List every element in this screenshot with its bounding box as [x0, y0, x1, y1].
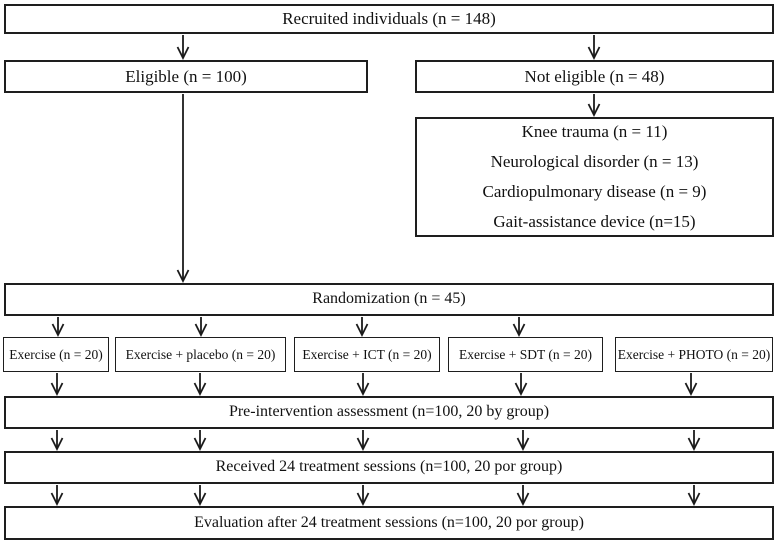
arrow-recruited-to-eligible: [176, 35, 190, 61]
arrow-not-eligible-to-reasons: [587, 94, 601, 118]
arrow-randomization-to-group-4: [512, 317, 526, 338]
not-eligible-box: Not eligible (n = 48): [415, 60, 774, 93]
group-box-exercise: Exercise (n = 20): [3, 337, 109, 372]
arrow-received-to-evaluation-5: [687, 485, 701, 507]
arrow-group-4-to-pre: [514, 373, 528, 397]
pre-intervention-label: Pre-intervention assessment (n=100, 20 b…: [228, 403, 550, 421]
arrow-pre-to-received-5: [687, 430, 701, 452]
received-sessions-box: Received 24 treatment sessions (n=100, 2…: [4, 451, 774, 484]
arrow-recruited-to-not-eligible: [587, 35, 601, 61]
randomization-box: Randomization (n = 45): [4, 283, 774, 316]
arrow-group-3-to-pre: [356, 373, 370, 397]
exclusion-reason: Neurological disorder (n = 13): [490, 152, 699, 171]
arrow-pre-to-received-4: [516, 430, 530, 452]
group-box-exercise-sdt: Exercise + SDT (n = 20): [448, 337, 603, 372]
exclusion-reasons-box: Knee trauma (n = 11) Neurological disord…: [415, 117, 774, 237]
group-box-exercise-ict: Exercise + ICT (n = 20): [294, 337, 440, 372]
arrow-randomization-to-group-3: [355, 317, 369, 338]
arrow-received-to-evaluation-1: [50, 485, 64, 507]
recruited-label: Recruited individuals (n = 148): [282, 9, 496, 29]
group-label: Exercise + SDT (n = 20): [458, 346, 593, 362]
arrow-received-to-evaluation-3: [356, 485, 370, 507]
eligible-label: Eligible (n = 100): [125, 66, 247, 86]
not-eligible-label: Not eligible (n = 48): [524, 66, 665, 86]
group-label: Exercise + ICT (n = 20): [302, 346, 432, 362]
arrow-pre-to-received-3: [356, 430, 370, 452]
arrow-randomization-to-group-1: [51, 317, 65, 338]
arrow-pre-to-received-1: [50, 430, 64, 452]
group-label: Exercise (n = 20): [9, 346, 103, 362]
arrow-group-1-to-pre: [50, 373, 64, 397]
evaluation-label: Evaluation after 24 treatment sessions (…: [194, 513, 584, 531]
group-label: Exercise + placebo (n = 20): [125, 346, 276, 362]
randomization-label: Randomization (n = 45): [312, 290, 466, 308]
arrow-eligible-to-randomization: [176, 94, 190, 284]
group-label: Exercise + PHOTO (n = 20): [617, 346, 771, 362]
pre-intervention-box: Pre-intervention assessment (n=100, 20 b…: [4, 396, 774, 429]
exclusion-reason: Knee trauma (n = 11): [521, 122, 668, 141]
group-box-exercise-placebo: Exercise + placebo (n = 20): [115, 337, 286, 372]
arrow-randomization-to-group-2: [194, 317, 208, 338]
group-box-exercise-photo: Exercise + PHOTO (n = 20): [615, 337, 773, 372]
arrow-group-2-to-pre: [193, 373, 207, 397]
recruited-box: Recruited individuals (n = 148): [4, 4, 774, 34]
arrow-received-to-evaluation-4: [516, 485, 530, 507]
exclusion-reason: Cardiopulmonary disease (n = 9): [482, 182, 707, 201]
eligible-box: Eligible (n = 100): [4, 60, 368, 93]
arrow-received-to-evaluation-2: [193, 485, 207, 507]
arrow-group-5-to-pre: [684, 373, 698, 397]
evaluation-box: Evaluation after 24 treatment sessions (…: [4, 506, 774, 540]
arrow-pre-to-received-2: [193, 430, 207, 452]
received-sessions-label: Received 24 treatment sessions (n=100, 2…: [215, 458, 563, 476]
exclusion-reason: Gait-assistance device (n=15): [493, 212, 696, 231]
